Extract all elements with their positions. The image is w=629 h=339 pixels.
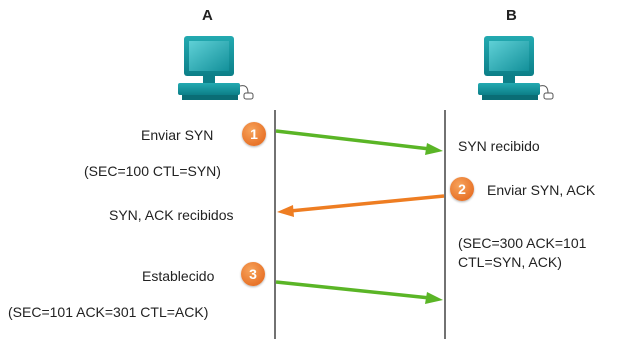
step2-label: Enviar SYN, ACK bbox=[487, 182, 596, 198]
syn-received-label: SYN recibido bbox=[458, 138, 540, 154]
host-b-label: B bbox=[506, 7, 517, 24]
step1-badge: 1 bbox=[242, 122, 266, 146]
step2-detail-line2: CTL=SYN, ACK) bbox=[458, 254, 562, 270]
step2-detail-line1: (SEC=300 ACK=101 bbox=[458, 235, 587, 251]
syn-ack-arrow bbox=[277, 194, 445, 217]
host-a-label: A bbox=[202, 7, 213, 24]
ack-arrow bbox=[275, 280, 443, 304]
step3-label: Establecido bbox=[142, 268, 215, 284]
computer-a-icon bbox=[178, 36, 254, 100]
computer-b-icon bbox=[478, 36, 554, 100]
step1-detail: (SEC=100 CTL=SYN) bbox=[84, 163, 221, 179]
step1-label: Enviar SYN bbox=[141, 127, 214, 143]
step2-badge: 2 bbox=[450, 177, 474, 201]
syn-ack-received-label: SYN, ACK recibidos bbox=[109, 207, 234, 223]
step3-badge: 3 bbox=[241, 262, 265, 286]
syn-arrow bbox=[275, 129, 443, 155]
step3-detail: (SEC=101 ACK=301 CTL=ACK) bbox=[8, 304, 209, 320]
